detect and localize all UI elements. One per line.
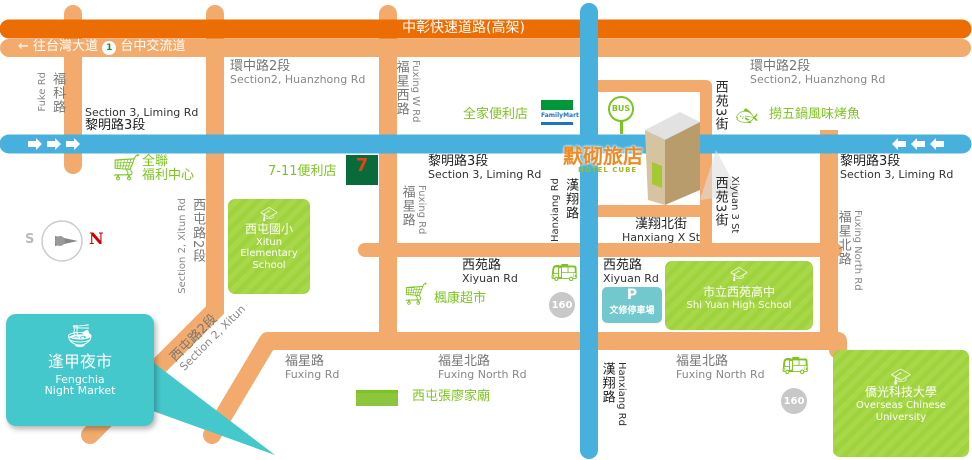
temple-icon bbox=[350, 386, 405, 408]
fuxing-north-road bbox=[203, 332, 847, 444]
familymart-logo: FamilyMart bbox=[541, 100, 579, 130]
xiyuan3-top-label: 西苑3街 bbox=[712, 80, 728, 132]
seven-eleven-logo: 7 bbox=[346, 155, 378, 185]
graduation-cap-icon: 🎓︎ bbox=[730, 267, 748, 283]
poi-7-11-label[interactable]: 7-11便利店 bbox=[268, 164, 337, 179]
graduation-cap-icon: 🎓︎ bbox=[260, 207, 278, 223]
poi-familymart-label[interactable]: 全家便利店 bbox=[463, 107, 529, 122]
compass-north: N bbox=[89, 229, 104, 248]
fish-icon: 🐟︎ bbox=[735, 106, 758, 127]
poi-temple[interactable]: 西屯張廖家廟 bbox=[412, 389, 491, 404]
arrows-right-icon bbox=[28, 138, 80, 150]
bus-icon: 🚌︎ bbox=[781, 354, 809, 379]
shopping-cart-icon: 🛒︎ bbox=[110, 153, 144, 183]
bus-stop-pole bbox=[620, 122, 623, 134]
bus-stop-sign: BUS bbox=[608, 96, 634, 122]
arrow-left-icon: ← bbox=[18, 39, 29, 54]
bus-icon: 🚌︎ bbox=[550, 261, 578, 286]
frontage-label: ← 往台灣大道 1 台中交流道 bbox=[18, 40, 185, 55]
roads bbox=[0, 5, 971, 444]
bus-route-badge: 160 bbox=[781, 388, 807, 414]
bus-route-badge: 160 bbox=[549, 292, 575, 318]
poi-fish-restaurant[interactable]: 撈五鍋風味烤魚 bbox=[769, 107, 861, 122]
compass-icon bbox=[41, 220, 83, 262]
expressway-label: 中彰快速道路(高架) bbox=[402, 20, 525, 36]
hotel-name[interactable]: 默砌旅店 bbox=[563, 144, 643, 168]
parking-label: 文修停車場 bbox=[609, 306, 655, 316]
night-market-pointer bbox=[150, 360, 275, 455]
poi-quanlian[interactable]: 🛒︎ 全聯福利中心 bbox=[110, 153, 195, 183]
arrows-left-icon bbox=[892, 138, 944, 150]
shopping-cart-icon: 🛒︎ bbox=[402, 282, 430, 307]
route-shield-icon: 1 bbox=[102, 41, 117, 55]
parking-icon: P bbox=[626, 287, 638, 303]
noodle-bowl-icon: 🍜︎ bbox=[66, 324, 94, 349]
poi-parking[interactable]: P 文修停車場 bbox=[602, 287, 662, 323]
poi-fengkang[interactable]: 楓康超市 bbox=[434, 291, 487, 306]
poi-night-market[interactable]: 🍜︎ 逢甲夜市 Fengchia Night Market bbox=[6, 314, 154, 426]
taiwan-blvd-label: 往台灣大道 bbox=[33, 39, 99, 54]
hotel-building-icon bbox=[645, 112, 740, 205]
hotel-en-name: HOTEL CUBE bbox=[578, 166, 638, 174]
interchange-label: 台中交流道 bbox=[120, 39, 186, 54]
compass-south: S bbox=[25, 232, 35, 247]
graduation-cap-icon: 🎓︎ bbox=[890, 367, 912, 386]
